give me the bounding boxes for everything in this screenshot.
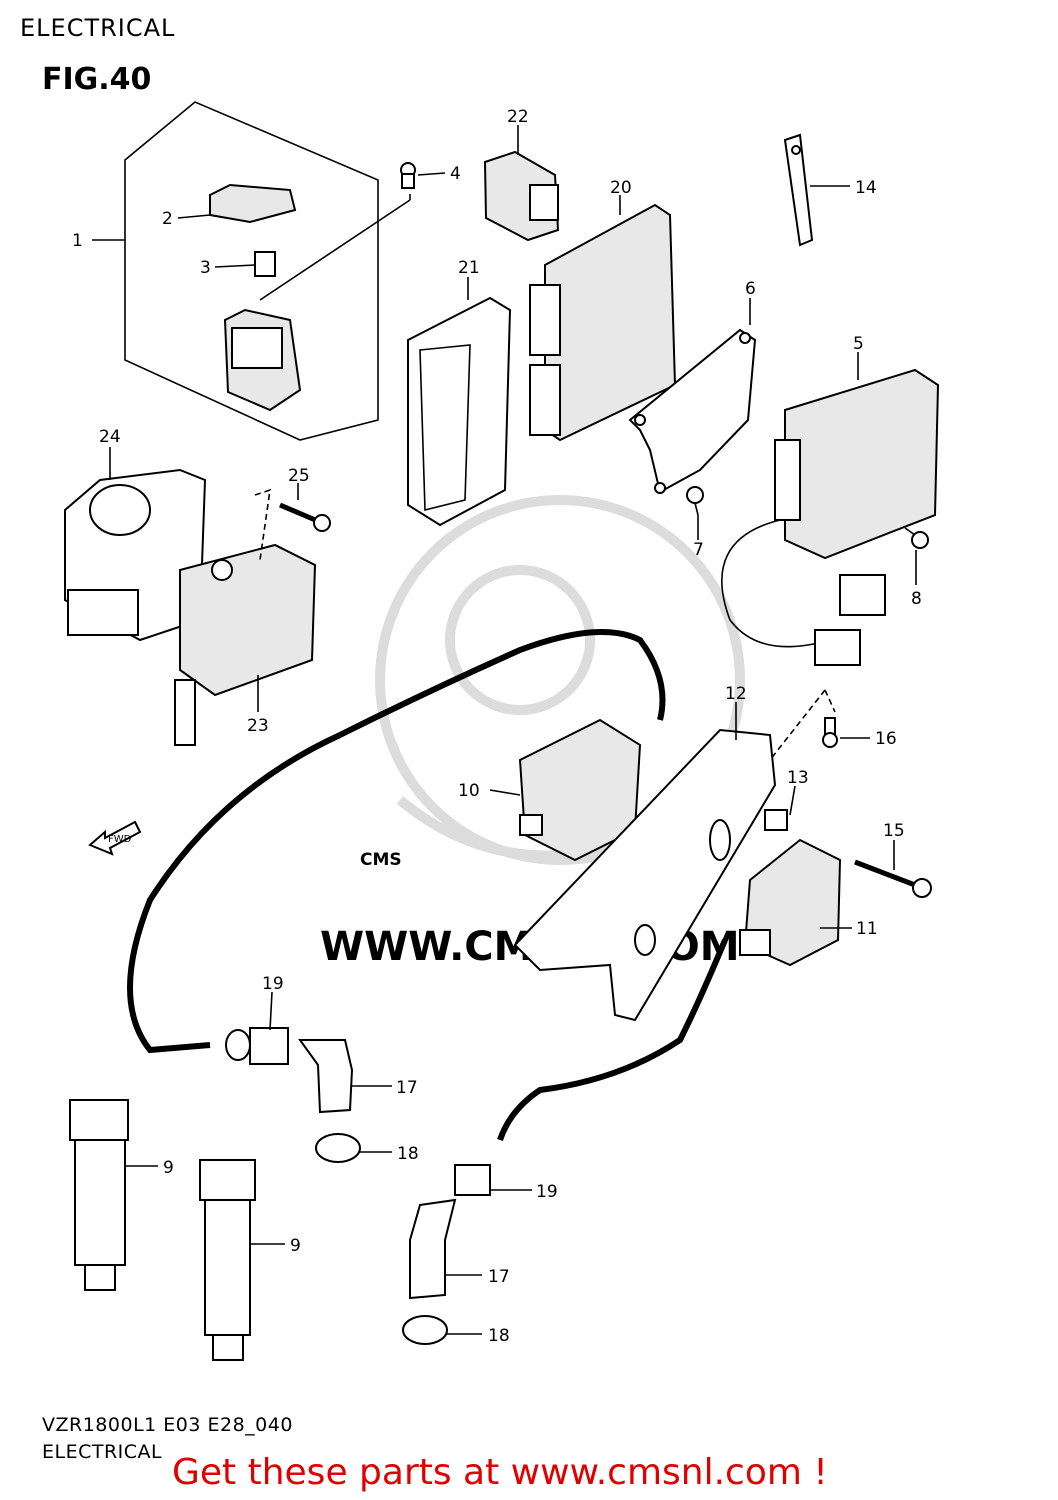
fwd-label: FWD (108, 834, 132, 845)
part-22-relay (483, 150, 560, 242)
part-19-cap-lower (454, 1164, 491, 1196)
figure-label: FIG.40 (42, 62, 152, 97)
part-7-bolt (686, 486, 704, 516)
part-23-sensor (174, 543, 317, 746)
section-title: ELECTRICAL (20, 14, 176, 42)
callout-22: 22 (507, 107, 529, 127)
callout-7: 7 (693, 540, 704, 560)
part-9-stick-coil-left (69, 1099, 129, 1291)
fwd-arrow-icon: FWD (88, 820, 142, 856)
callout-1: 1 (72, 231, 83, 251)
callout-15: 15 (883, 821, 905, 841)
part-19-cap-upper (225, 1027, 289, 1065)
callout-10: 10 (458, 781, 480, 801)
callout-2: 2 (162, 209, 173, 229)
part-15-bolt (854, 859, 932, 898)
part-21-ecm-cover (407, 296, 512, 527)
part-18-ring-lower (402, 1315, 448, 1345)
part-4-screw (400, 162, 416, 189)
callout-13: 13 (787, 768, 809, 788)
callout-25: 25 (288, 466, 310, 486)
part-24-bracket (64, 468, 207, 642)
part-5-module (721, 368, 940, 666)
part-10-ignition-coil (518, 718, 642, 862)
callout-21: 21 (458, 258, 480, 278)
callout-19b: 19 (536, 1182, 558, 1202)
callout-19a: 19 (262, 974, 284, 994)
leader-lines (92, 125, 917, 1335)
callout-17a: 17 (396, 1078, 418, 1098)
footer-section-name: ELECTRICAL (42, 1441, 163, 1463)
part-14-strap (783, 133, 814, 247)
callout-12: 12 (725, 684, 747, 704)
callout-23: 23 (247, 716, 269, 736)
callout-11: 11 (856, 919, 878, 939)
callout-4: 4 (450, 164, 461, 184)
part-8-bolt (904, 527, 929, 549)
callout-6: 6 (745, 279, 756, 299)
callout-18b: 18 (488, 1326, 510, 1346)
part-18-ring-upper (315, 1133, 361, 1163)
callout-5: 5 (853, 334, 864, 354)
part-20-ecm (529, 203, 677, 442)
part-16-bolt (822, 717, 838, 748)
part-6-bracket (628, 328, 757, 494)
callout-14: 14 (855, 178, 877, 198)
part-9-stick-coil-right (199, 1159, 256, 1361)
part-17-boot-lower (409, 1198, 457, 1300)
part-17-boot-upper (298, 1039, 354, 1114)
callout-20: 20 (610, 178, 632, 198)
callout-9b: 9 (290, 1236, 301, 1256)
part-13-spacer (764, 809, 788, 831)
callout-8: 8 (911, 589, 922, 609)
callout-16: 16 (875, 729, 897, 749)
watermark-logo: CMS (360, 850, 402, 870)
callout-numbers: 1 2 3 4 5 6 7 8 9 9 10 11 12 13 14 15 16… (72, 107, 922, 1346)
cta-link[interactable]: Get these parts at www.cmsnl.com ! (172, 1452, 828, 1493)
callout-17b: 17 (488, 1267, 510, 1287)
model-code: VZR1800L1 E03 E28_040 (42, 1414, 293, 1436)
callout-3: 3 (200, 258, 211, 278)
callout-18a: 18 (397, 1144, 419, 1164)
callout-9a: 9 (163, 1158, 174, 1178)
part-11-ignition-coil (739, 838, 842, 967)
part-25-bolt (279, 502, 331, 532)
part-1-relay-assembly (124, 101, 411, 441)
callout-24: 24 (99, 427, 121, 447)
